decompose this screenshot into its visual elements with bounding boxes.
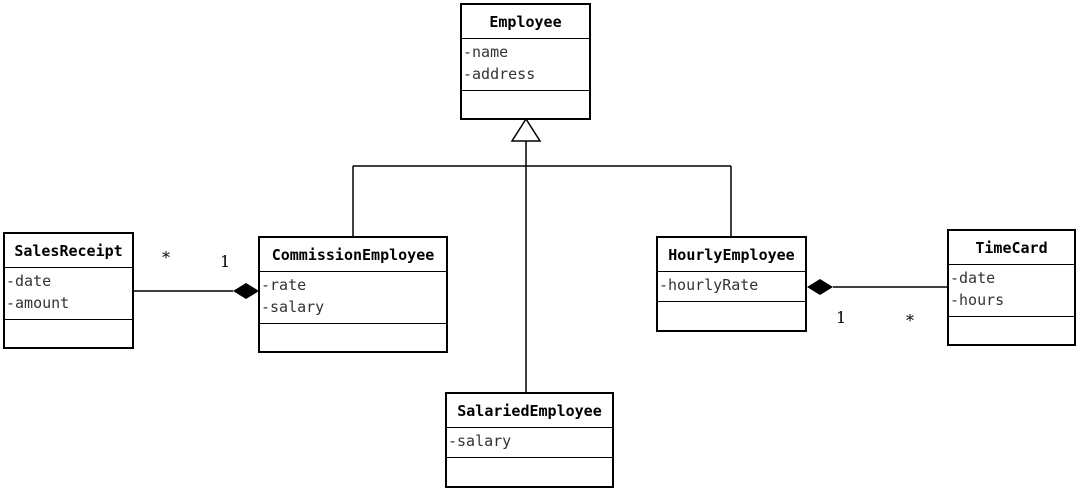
- class-name: CommissionEmployee: [260, 238, 446, 272]
- attributes-compartment: -rate -salary: [260, 272, 446, 324]
- operations-compartment: [5, 320, 132, 347]
- operations-compartment: [462, 91, 589, 118]
- attributes-compartment: -date -hours: [949, 265, 1074, 317]
- attribute: -hourlyRate: [659, 276, 759, 294]
- attributes-compartment: -salary: [447, 428, 612, 458]
- attributes-compartment: -date -amount: [5, 268, 132, 320]
- attribute: -address: [463, 65, 536, 83]
- attribute: -salary: [448, 432, 512, 450]
- multiplicity-commission: 1: [220, 252, 231, 271]
- class-name: SalesReceipt: [5, 234, 132, 268]
- class-employee[interactable]: Employee -name -address: [460, 3, 591, 120]
- attribute: -date: [950, 269, 996, 287]
- class-sales-receipt[interactable]: SalesReceipt -date -amount: [3, 232, 134, 349]
- attribute: -rate: [261, 276, 307, 294]
- class-time-card[interactable]: TimeCard -date -hours: [947, 229, 1076, 346]
- class-salaried-employee[interactable]: SalariedEmployee -salary: [445, 392, 614, 488]
- class-name: TimeCard: [949, 231, 1074, 265]
- operations-compartment: [949, 317, 1074, 344]
- class-name: SalariedEmployee: [447, 394, 612, 428]
- class-name: Employee: [462, 5, 589, 39]
- attribute: -amount: [6, 294, 70, 312]
- class-commission-employee[interactable]: CommissionEmployee -rate -salary: [258, 236, 448, 353]
- attributes-compartment: -hourlyRate: [658, 272, 805, 302]
- attribute: -salary: [261, 298, 325, 316]
- attribute: -hours: [950, 291, 1005, 309]
- attribute: -date: [6, 272, 52, 290]
- operations-compartment: [447, 458, 612, 486]
- class-hourly-employee[interactable]: HourlyEmployee -hourlyRate: [656, 236, 807, 332]
- attribute: -name: [463, 43, 509, 61]
- operations-compartment: [658, 302, 805, 330]
- generalization-arrowhead: [510, 117, 542, 142]
- class-name: HourlyEmployee: [658, 238, 805, 272]
- operations-compartment: [260, 324, 446, 351]
- multiplicity-hourly: 1: [836, 308, 847, 327]
- attributes-compartment: -name -address: [462, 39, 589, 91]
- composition-diamond-commission: [233, 283, 259, 299]
- generalization-lines: [352, 141, 732, 393]
- multiplicity-timecard: *: [906, 311, 914, 330]
- composition-diamond-hourly: [807, 279, 833, 295]
- multiplicity-salesreceipt: *: [162, 248, 170, 267]
